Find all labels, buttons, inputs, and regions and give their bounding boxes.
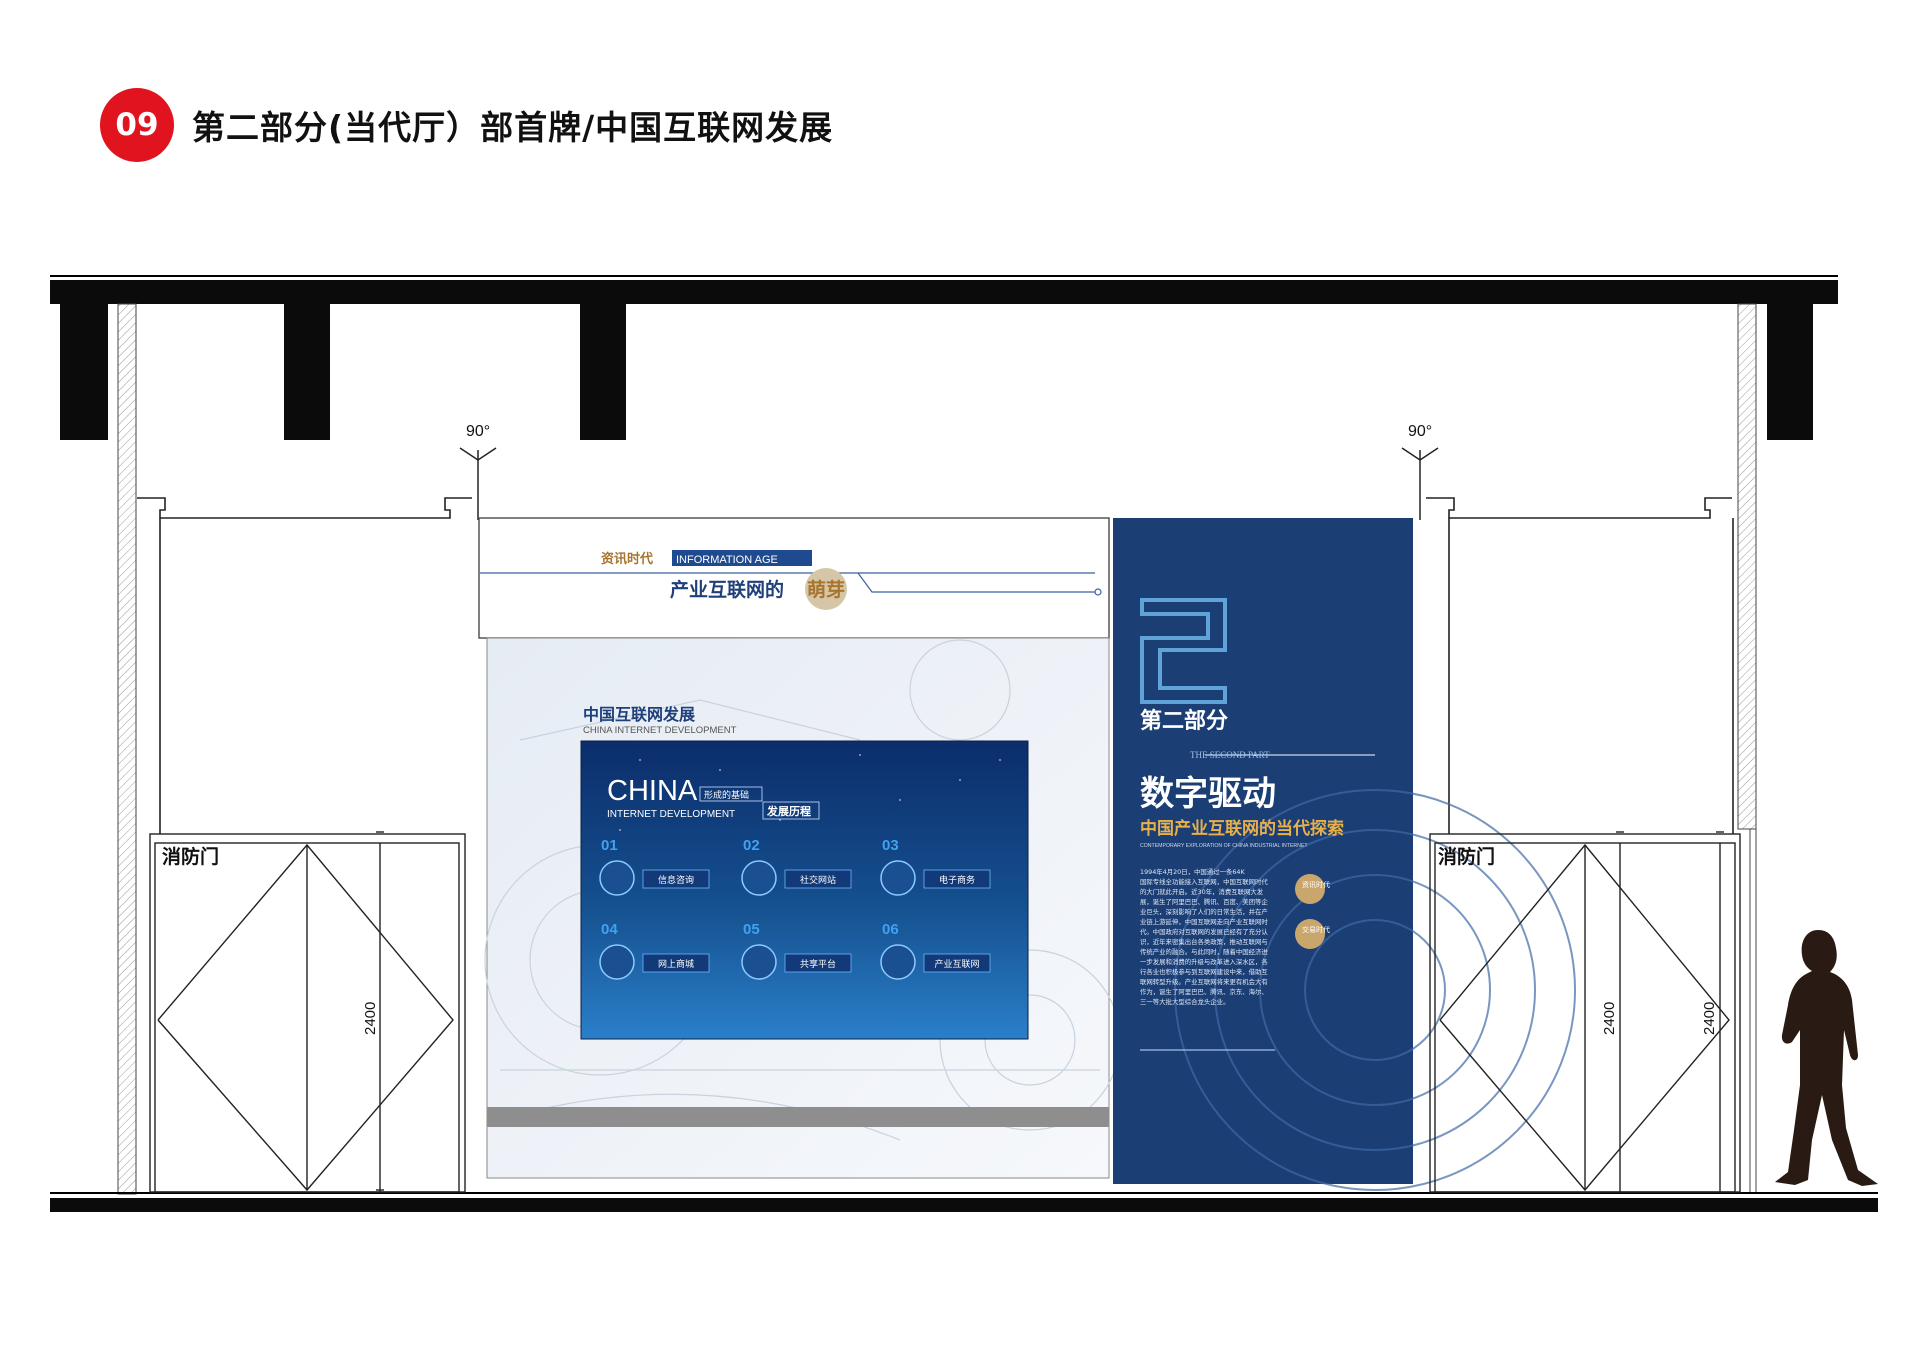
screen-item-label-bg xyxy=(642,953,710,973)
door-height-dim: 2400 xyxy=(1701,1002,1718,1035)
left-door-label: 消防门 xyxy=(162,845,219,868)
screen-item: 01 信息咨询 xyxy=(599,837,710,896)
info-age-tag-bg xyxy=(672,550,812,566)
screen-item: 02 社交网站 xyxy=(741,837,852,896)
screen-item-label-bg xyxy=(923,953,991,973)
screen-item-number: 06 xyxy=(882,921,899,938)
ceiling-beam xyxy=(1767,304,1813,440)
screen-item-icon xyxy=(599,860,635,896)
screen-item: 03 电子商务 xyxy=(880,837,991,896)
screen-item-label: 共享平台 xyxy=(800,958,836,970)
screen-item-icon xyxy=(741,944,777,980)
angle-label: 90° xyxy=(466,423,490,440)
fire-door-left xyxy=(149,831,466,1193)
screen-item-number: 02 xyxy=(743,837,760,854)
ceiling-slab xyxy=(50,280,1838,304)
ceiling-beam xyxy=(284,304,330,440)
highlight-circle xyxy=(805,568,847,610)
screen-item-label: 网上商城 xyxy=(658,958,694,970)
era-badge-label: 资讯时代 xyxy=(1302,880,1330,889)
hanger xyxy=(459,447,1439,520)
screen-item-icon xyxy=(741,860,777,896)
screen-item-label: 产业互联网 xyxy=(934,958,979,970)
screen-tag2: 发展历程 xyxy=(766,804,811,818)
page-title: 第二部分(当代厅）部首牌/中国互联网发展 xyxy=(192,108,834,147)
screen-item-label-bg xyxy=(642,869,710,889)
screen-item-number: 03 xyxy=(882,837,899,854)
display-screen xyxy=(580,740,1029,1040)
screen-item-label-bg xyxy=(923,869,991,889)
screen-item-label: 社交网站 xyxy=(800,874,836,886)
sign-title: 数字驱动 xyxy=(1140,774,1276,814)
screen-item-number: 01 xyxy=(601,837,618,854)
header-tag-cn: 资讯时代 xyxy=(601,551,653,567)
screen-item: 05 共享平台 xyxy=(741,921,852,980)
floor-slab xyxy=(50,1198,1878,1212)
sign-subtitle-en: CONTEMPORARY EXPLORATION OF CHINA INDUST… xyxy=(1140,843,1308,849)
ceiling-beam xyxy=(60,304,108,440)
header-title: 产业互联网的 xyxy=(670,578,784,601)
door-height-dim: 2400 xyxy=(1601,1002,1618,1035)
screen-item-number: 04 xyxy=(601,921,618,938)
screen-item-label: 信息咨询 xyxy=(658,874,694,886)
sign-subtitle: 中国产业互联网的当代探索 xyxy=(1140,818,1344,839)
left-wall xyxy=(117,303,137,1195)
ceiling-beam xyxy=(580,304,626,440)
era-badge xyxy=(1295,919,1325,949)
screen-sub: INTERNET DEVELOPMENT xyxy=(607,809,735,820)
sign-circuit-rings xyxy=(1174,789,1576,1191)
screen-item-icon xyxy=(880,860,916,896)
right-wall xyxy=(1737,303,1757,830)
screen-item-icon xyxy=(599,944,635,980)
era-badge xyxy=(1295,874,1325,904)
right-door-label: 消防门 xyxy=(1438,845,1495,868)
header-band xyxy=(478,517,1110,639)
sign-part-en: THE SECOND PART xyxy=(1190,750,1270,760)
items-grid: 01 信息咨询 02 社交网站 03 电子商务 04 网上商城 05 共享平台 06 产业互联网 xyxy=(599,837,991,980)
fire-door-right xyxy=(1429,831,1741,1193)
screen-item-icon xyxy=(880,944,916,980)
panel-title-cn: 中国互联网发展 xyxy=(583,705,696,724)
angle-label: 90° xyxy=(1408,423,1432,440)
section-number-badge: 09 xyxy=(100,88,174,162)
big-number-outline xyxy=(1140,598,1227,704)
screen-tag1: 形成的基础 xyxy=(704,789,749,801)
sign-part-label: 第二部分 xyxy=(1140,708,1228,734)
sign-big-number: 2 xyxy=(1142,699,1143,701)
era-badge-label: 交易时代 xyxy=(1302,925,1330,934)
screen-item-label-bg xyxy=(784,869,852,889)
door-height-dim: 2400 xyxy=(362,1002,379,1035)
ceiling-profile xyxy=(137,497,1734,834)
screen-item-number: 05 xyxy=(743,921,760,938)
screen-item-label: 电子商务 xyxy=(939,874,975,886)
panel-base-strip xyxy=(487,1107,1109,1127)
sign-panel xyxy=(1113,518,1413,1184)
screen-item: 06 产业互联网 xyxy=(880,921,991,980)
header-tag-en: INFORMATION AGE xyxy=(676,554,778,566)
header-highlight: 萌芽 xyxy=(807,578,845,601)
panel-title-en: CHINA INTERNET DEVELOPMENT xyxy=(583,725,737,736)
screen-item-label-bg xyxy=(784,953,852,973)
screen-item: 04 网上商城 xyxy=(599,921,710,980)
person-silhouette xyxy=(1775,930,1878,1186)
screen-china: CHINA xyxy=(607,775,698,807)
